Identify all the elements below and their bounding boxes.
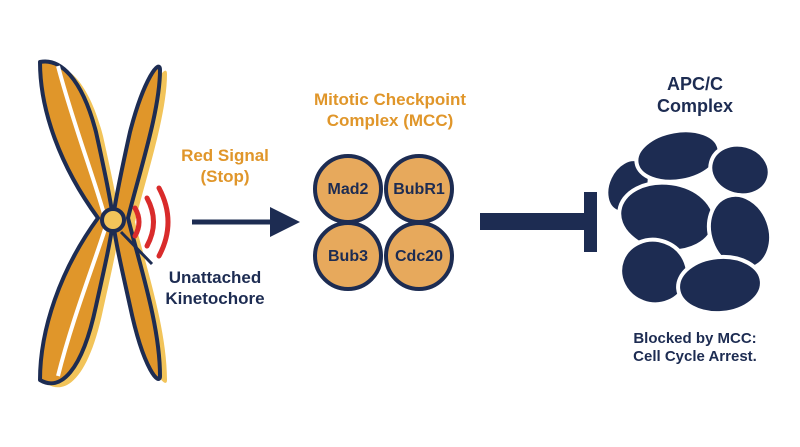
kinetochore-line1: Unattached (168, 268, 262, 287)
chromosome-body (38, 59, 162, 386)
apc-complex (604, 128, 774, 316)
kinetochore-pointer (119, 230, 154, 266)
kinetochore-line2: Kinetochore (165, 288, 265, 308)
protein-bub3 (313, 221, 383, 291)
red-signal-waves (132, 185, 171, 259)
signal-wave-3 (156, 185, 171, 259)
inhibition-bar (584, 192, 597, 252)
red-signal-label: Red Signal (Stop) (166, 146, 284, 187)
red-signal-line2: (Stop) (200, 166, 250, 186)
inhibition-symbol (480, 192, 597, 252)
signal-wave-1 (132, 205, 142, 239)
inhibition-line (480, 213, 596, 230)
protein-cdc20-label: Cdc20 (395, 248, 443, 265)
apc-caption-line1: Blocked by MCC: (633, 330, 757, 347)
apc-subunit-7 (676, 254, 764, 316)
mcc-title-line1: Mitotic Checkpoint (313, 90, 467, 109)
protein-bubr1-label: BubR1 (393, 181, 445, 198)
kinetochore-dot (100, 207, 126, 233)
chromatid-divider (56, 65, 108, 377)
signal-wave-2 (144, 195, 156, 249)
protein-cdc20 (384, 221, 454, 291)
apc-title: APC/C Complex (620, 74, 770, 118)
protein-bub3-label: Bub3 (328, 248, 368, 265)
apc-caption: Blocked by MCC: Cell Cycle Arrest. (610, 330, 780, 367)
apc-title-line2: Complex (656, 95, 734, 116)
red-signal-line1: Red Signal (181, 146, 269, 165)
mcc-title-line2: Complex (MCC) (326, 110, 454, 130)
protein-mad2-label: Mad2 (328, 181, 369, 198)
mcc-cluster (313, 154, 454, 291)
kinetochore-label: Unattached Kinetochore (145, 268, 285, 309)
chromosome (38, 59, 167, 388)
mcc-title: Mitotic Checkpoint Complex (MCC) (290, 90, 490, 131)
apc-caption-line2: Cell Cycle Arrest. (633, 348, 757, 366)
apc-title-line1: APC/C (666, 74, 723, 94)
